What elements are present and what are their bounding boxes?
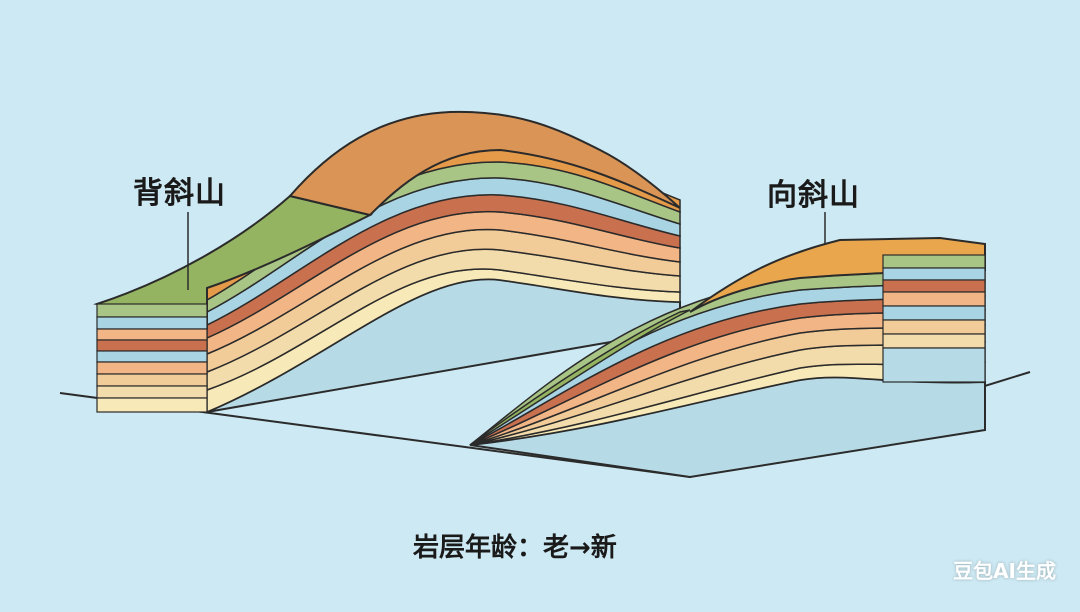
anticline-label: 背斜山 — [133, 176, 226, 211]
watermark-text: 豆包AI生成 — [953, 559, 1056, 583]
anticline-block — [93, 110, 681, 414]
syncline-block — [469, 212, 986, 479]
syncline-front-face — [882, 254, 986, 383]
age-caption: 岩层年龄：老→新 — [413, 533, 617, 563]
anticline-topsoil — [288, 110, 681, 217]
syncline-layer-vegetation — [469, 309, 691, 446]
anticline-front-face — [96, 303, 208, 413]
syncline-label: 向斜山 — [767, 178, 860, 213]
